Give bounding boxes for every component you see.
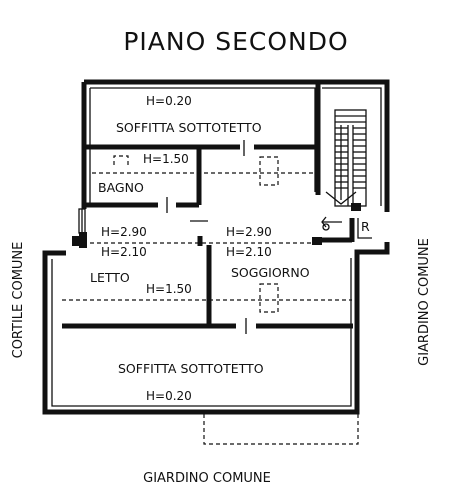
skylight-markers — [113, 155, 279, 313]
surrounding-bottom: GIARDINO COMUNE — [143, 471, 271, 486]
soffitta-top-label: SOFFITTA SOTTOTETTO — [116, 120, 262, 135]
ceiling-lines — [62, 172, 352, 301]
letto-height-low: H=1.50 — [146, 282, 192, 296]
outer-walls — [42, 79, 390, 415]
balcony-outline — [203, 414, 359, 445]
letto-height-bottom: H=2.10 — [101, 245, 147, 259]
door-marks — [166, 140, 247, 334]
soggiorno-height-bottom: H=2.10 — [226, 245, 272, 259]
bagno-height: H=1.50 — [143, 152, 189, 166]
wall-stubs — [72, 203, 361, 248]
surrounding-left: CORTILE COMUNE — [11, 242, 26, 359]
surrounding-right: GIARDINO COMUNE — [417, 238, 432, 366]
letto-height-top: H=2.90 — [101, 225, 147, 239]
window-left — [78, 208, 86, 234]
soggiorno-height-top: H=2.90 — [226, 225, 272, 239]
stair-mark-r: R — [361, 219, 370, 234]
interior-walls — [62, 82, 355, 329]
soffitta-top-height: H=0.20 — [146, 94, 192, 108]
letto-label: LETTO — [90, 270, 130, 285]
bagno-label: BAGNO — [98, 180, 144, 195]
soggiorno-label: SOGGIORNO — [231, 265, 310, 280]
plan-title: PIANO SECONDO — [123, 27, 348, 56]
soffitta-bottom-label: SOFFITTA SOTTOTETTO — [118, 361, 264, 376]
staircase — [321, 109, 372, 239]
soffitta-bottom-height: H=0.20 — [146, 389, 192, 403]
